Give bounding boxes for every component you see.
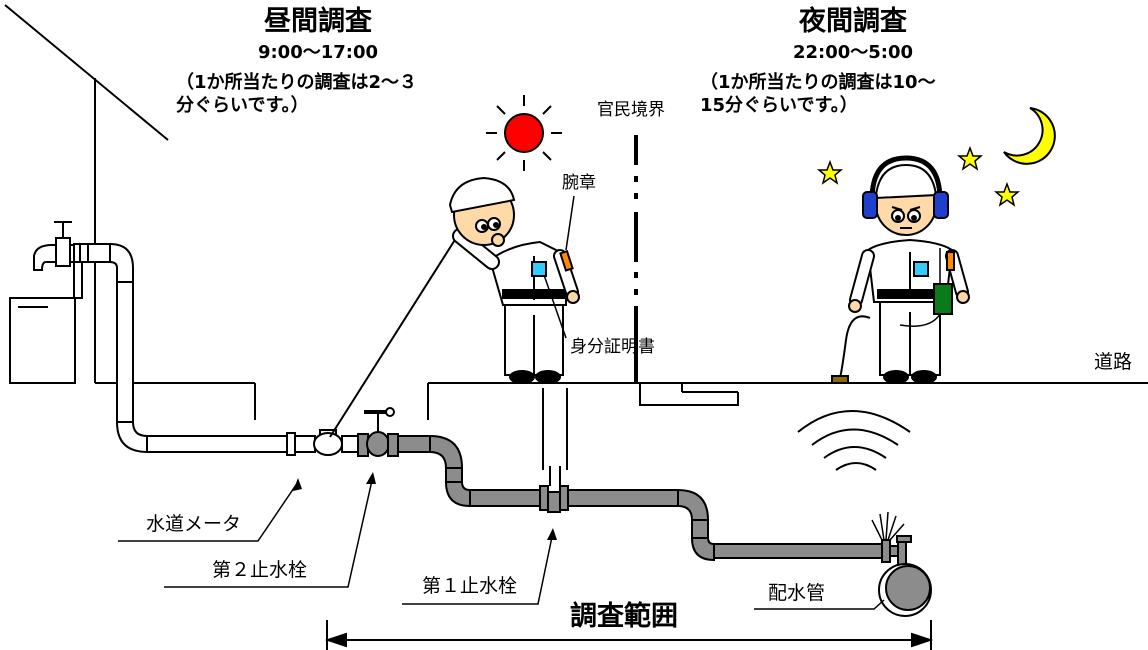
water-meter-label: 水道メータ — [146, 513, 242, 535]
ground-line — [427, 382, 1148, 420]
faucet-icon — [33, 221, 134, 299]
day-survey-title: 昼間調査 — [264, 6, 372, 37]
star-icons — [816, 145, 1021, 207]
day-callout-lines — [543, 195, 575, 339]
night-surveyor — [831, 155, 970, 384]
sound-waves-icon — [797, 410, 911, 471]
survey-range-label: 調査範囲 — [570, 601, 678, 632]
sun-icon — [486, 95, 562, 171]
road-label: 道路 — [1094, 351, 1133, 373]
service-pipe-house — [115, 281, 316, 456]
day-surveyor — [329, 176, 580, 438]
second-stopcock-label: 第２止水栓 — [212, 559, 308, 581]
survey-range-arrow — [324, 620, 934, 650]
main-pipe-label: 配水管 — [768, 582, 826, 604]
arrowheads — [293, 472, 557, 540]
boundary-label: 官民境界 — [597, 100, 665, 120]
star-icon — [993, 181, 1021, 207]
first-stopcock-box — [542, 388, 568, 486]
moon-icon — [1003, 107, 1056, 165]
armband-label: 腕章 — [562, 173, 596, 193]
day-survey-note-line1: （1か所当たりの調査は2～３ — [176, 72, 418, 93]
water-meter-icon — [313, 429, 359, 456]
night-survey-note-line2: 15分ぐらいです。） — [700, 95, 858, 116]
star-icon — [956, 145, 984, 171]
star-icon — [816, 159, 844, 185]
second-stopcock-icon — [357, 407, 399, 457]
day-survey-note-line2: 分ぐらいです。） — [176, 95, 309, 116]
leak-spray-icon — [871, 511, 905, 541]
first-stopcock-label: 第１止水栓 — [422, 575, 518, 597]
night-survey-note-line1: （1か所当たりの調査は10～ — [700, 72, 936, 93]
callout-lines — [118, 475, 885, 610]
distribution-main-icon — [878, 563, 932, 617]
day-survey-time: 9:00～17:00 — [257, 42, 379, 63]
night-survey-time: 22:00～5:00 — [792, 42, 914, 63]
night-survey-title: 夜間調査 — [799, 6, 907, 37]
id-card-label: 身分証明書 — [570, 337, 655, 357]
service-pipe-underground — [397, 434, 912, 569]
house — [4, 4, 256, 420]
